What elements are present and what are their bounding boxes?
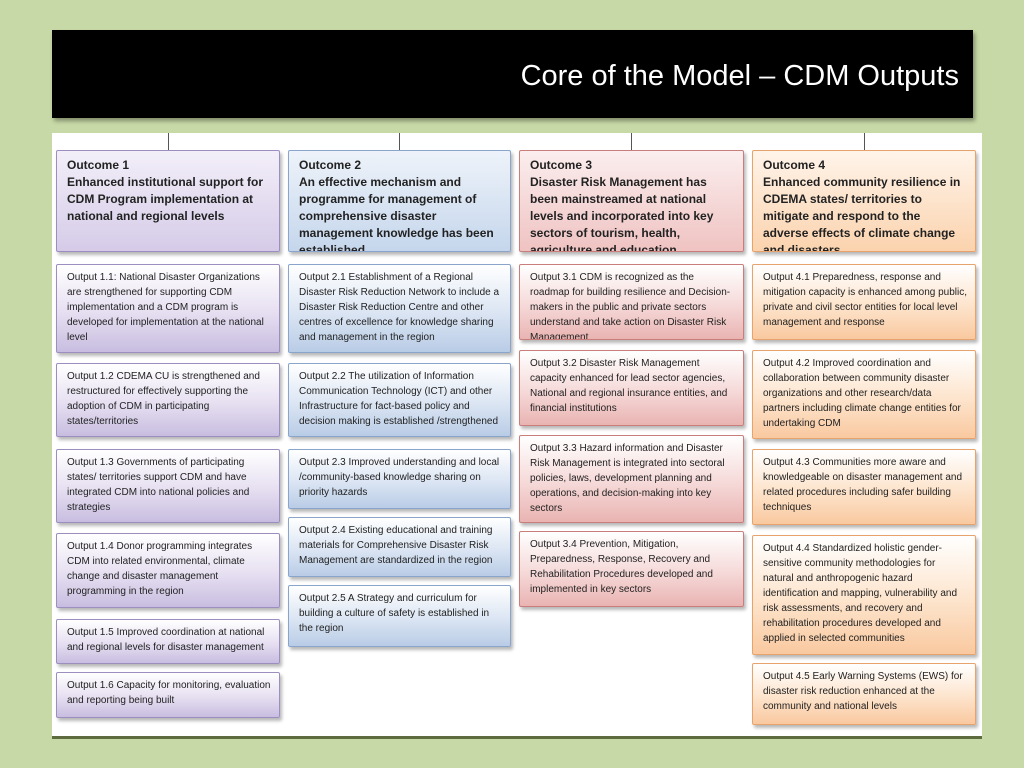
outcome-1-heading: Outcome 1 bbox=[67, 158, 130, 172]
output-2-1-box: Output 2.1 Establishment of a Regional D… bbox=[288, 264, 511, 353]
output-1-5-box: Output 1.5 Improved coordination at nati… bbox=[56, 619, 280, 664]
connector-line-2 bbox=[399, 133, 400, 151]
output-1-6-text: Output 1.6 Capacity for monitoring, eval… bbox=[67, 680, 271, 706]
connector-line-4 bbox=[864, 133, 865, 151]
output-3-1-text: Output 3.1 CDM is recognized as the road… bbox=[530, 272, 731, 340]
outcome-4-text: Enhanced community resilience in CDEMA s… bbox=[763, 175, 961, 252]
output-2-1-text: Output 2.1 Establishment of a Regional D… bbox=[299, 272, 500, 343]
output-4-4-box: Output 4.4 Standardized holistic gender-… bbox=[752, 535, 976, 655]
output-3-2-box: Output 3.2 Disaster Risk Management capa… bbox=[519, 350, 744, 426]
outcome-3-heading: Outcome 3 bbox=[530, 158, 593, 172]
outcome-1-box: Outcome 1 Enhanced institutional support… bbox=[56, 150, 280, 252]
output-4-1-box: Output 4.1 Preparedness, response and mi… bbox=[752, 264, 976, 340]
diagram-area: Outcome 1 Enhanced institutional support… bbox=[52, 133, 982, 739]
output-4-5-text: Output 4.5 Early Warning Systems (EWS) f… bbox=[763, 671, 963, 712]
output-2-3-text: Output 2.3 Improved understanding and lo… bbox=[299, 457, 500, 498]
connector-line-1 bbox=[168, 133, 169, 151]
output-1-3-box: Output 1.3 Governments of participating … bbox=[56, 449, 280, 523]
outcome-2-heading: Outcome 2 bbox=[299, 158, 362, 172]
output-1-2-text: Output 1.2 CDEMA CU is strengthened and … bbox=[67, 371, 260, 427]
output-2-2-text: Output 2.2 The utilization of Informatio… bbox=[299, 371, 499, 427]
output-4-1-text: Output 4.1 Preparedness, response and mi… bbox=[763, 272, 968, 328]
output-4-4-text: Output 4.4 Standardized holistic gender-… bbox=[763, 543, 958, 644]
output-3-4-text: Output 3.4 Prevention, Mitigation, Prepa… bbox=[530, 539, 713, 595]
output-3-1-box: Output 3.1 CDM is recognized as the road… bbox=[519, 264, 744, 340]
outcome-3-box: Outcome 3 Disaster Risk Management has b… bbox=[519, 150, 744, 252]
outcome-4-box: Outcome 4 Enhanced community resilience … bbox=[752, 150, 976, 252]
output-2-3-box: Output 2.3 Improved understanding and lo… bbox=[288, 449, 511, 509]
output-1-1-text: Output 1.1: National Disaster Organizati… bbox=[67, 272, 264, 343]
output-1-1-box: Output 1.1: National Disaster Organizati… bbox=[56, 264, 280, 353]
output-1-6-box: Output 1.6 Capacity for monitoring, eval… bbox=[56, 672, 280, 718]
output-2-4-text: Output 2.4 Existing educational and trai… bbox=[299, 525, 493, 566]
connector-line-3 bbox=[631, 133, 632, 151]
output-3-3-text: Output 3.3 Hazard information and Disast… bbox=[530, 443, 725, 514]
output-3-3-box: Output 3.3 Hazard information and Disast… bbox=[519, 435, 744, 523]
output-4-2-box: Output 4.2 Improved coordination and col… bbox=[752, 350, 976, 439]
outcome-2-text: An effective mechanism and programme for… bbox=[299, 175, 494, 252]
output-1-2-box: Output 1.2 CDEMA CU is strengthened and … bbox=[56, 363, 280, 437]
outcome-3-text: Disaster Risk Management has been mainst… bbox=[530, 175, 714, 252]
output-3-2-text: Output 3.2 Disaster Risk Management capa… bbox=[530, 358, 728, 414]
title-bar: Core of the Model – CDM Outputs bbox=[52, 30, 973, 118]
output-2-2-box: Output 2.2 The utilization of Informatio… bbox=[288, 363, 511, 437]
output-1-4-box: Output 1.4 Donor programming integrates … bbox=[56, 533, 280, 608]
output-2-5-text: Output 2.5 A Strategy and curriculum for… bbox=[299, 593, 490, 634]
output-2-4-box: Output 2.4 Existing educational and trai… bbox=[288, 517, 511, 577]
output-1-4-text: Output 1.4 Donor programming integrates … bbox=[67, 541, 253, 597]
output-1-5-text: Output 1.5 Improved coordination at nati… bbox=[67, 627, 265, 653]
outcome-1-text: Enhanced institutional support for CDM P… bbox=[67, 175, 263, 223]
outcome-2-box: Outcome 2 An effective mechanism and pro… bbox=[288, 150, 511, 252]
output-3-4-box: Output 3.4 Prevention, Mitigation, Prepa… bbox=[519, 531, 744, 607]
slide-title: Core of the Model – CDM Outputs bbox=[520, 60, 959, 92]
output-4-5-box: Output 4.5 Early Warning Systems (EWS) f… bbox=[752, 663, 976, 725]
outcome-4-heading: Outcome 4 bbox=[763, 158, 826, 172]
output-4-2-text: Output 4.2 Improved coordination and col… bbox=[763, 358, 961, 429]
output-4-3-text: Output 4.3 Communities more aware and kn… bbox=[763, 457, 963, 513]
output-2-5-box: Output 2.5 A Strategy and curriculum for… bbox=[288, 585, 511, 647]
output-4-3-box: Output 4.3 Communities more aware and kn… bbox=[752, 449, 976, 525]
output-1-3-text: Output 1.3 Governments of participating … bbox=[67, 457, 250, 513]
